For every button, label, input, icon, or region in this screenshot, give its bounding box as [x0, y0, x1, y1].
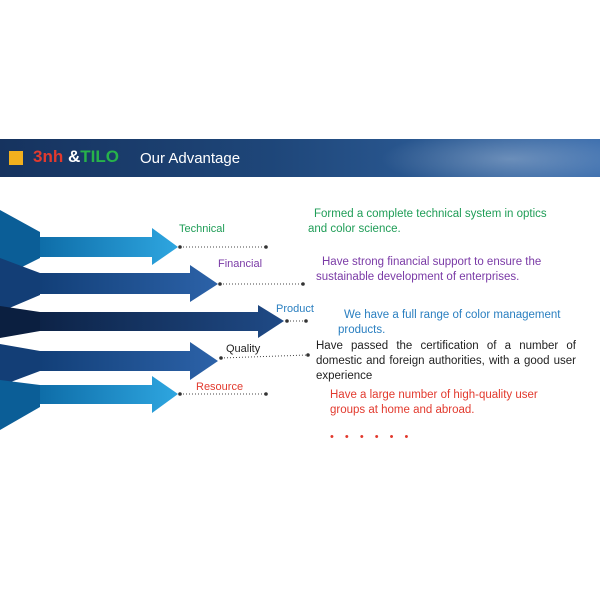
page-title: Our Advantage: [140, 150, 241, 167]
brand-part-amp: &: [63, 147, 81, 166]
header-bar: [0, 139, 600, 177]
arrow-quality: [0, 342, 310, 386]
label-technical: Technical: [179, 223, 225, 235]
brand-part-tilo: TILO: [80, 147, 119, 166]
header-highlight: [380, 139, 600, 177]
brand-part-3nh: 3nh: [33, 147, 64, 166]
desc-technical: Formed a complete technical system in op…: [308, 208, 547, 235]
label-resource: Resource: [196, 381, 244, 393]
arrow-financial: [0, 258, 305, 312]
arrow-product: [0, 305, 308, 338]
arrow-technical: [0, 210, 268, 278]
desc-quality: Have passed the certification of a numbe…: [316, 340, 576, 382]
logo-square-icon: [9, 151, 23, 165]
label-quality: Quality: [226, 343, 261, 355]
desc-financial: Have strong financial support to ensure …: [316, 256, 542, 283]
brand-logo: 3nh &TILO: [33, 147, 119, 167]
label-financial: Financial: [218, 258, 263, 270]
desc-product: We have a full range of color management…: [338, 309, 561, 336]
trailing-dots: • • • • • •: [330, 431, 413, 443]
label-product: Product: [276, 303, 314, 315]
desc-resource: Have a large number of high-quality user…: [330, 389, 538, 416]
arrow-resource: [0, 376, 268, 430]
